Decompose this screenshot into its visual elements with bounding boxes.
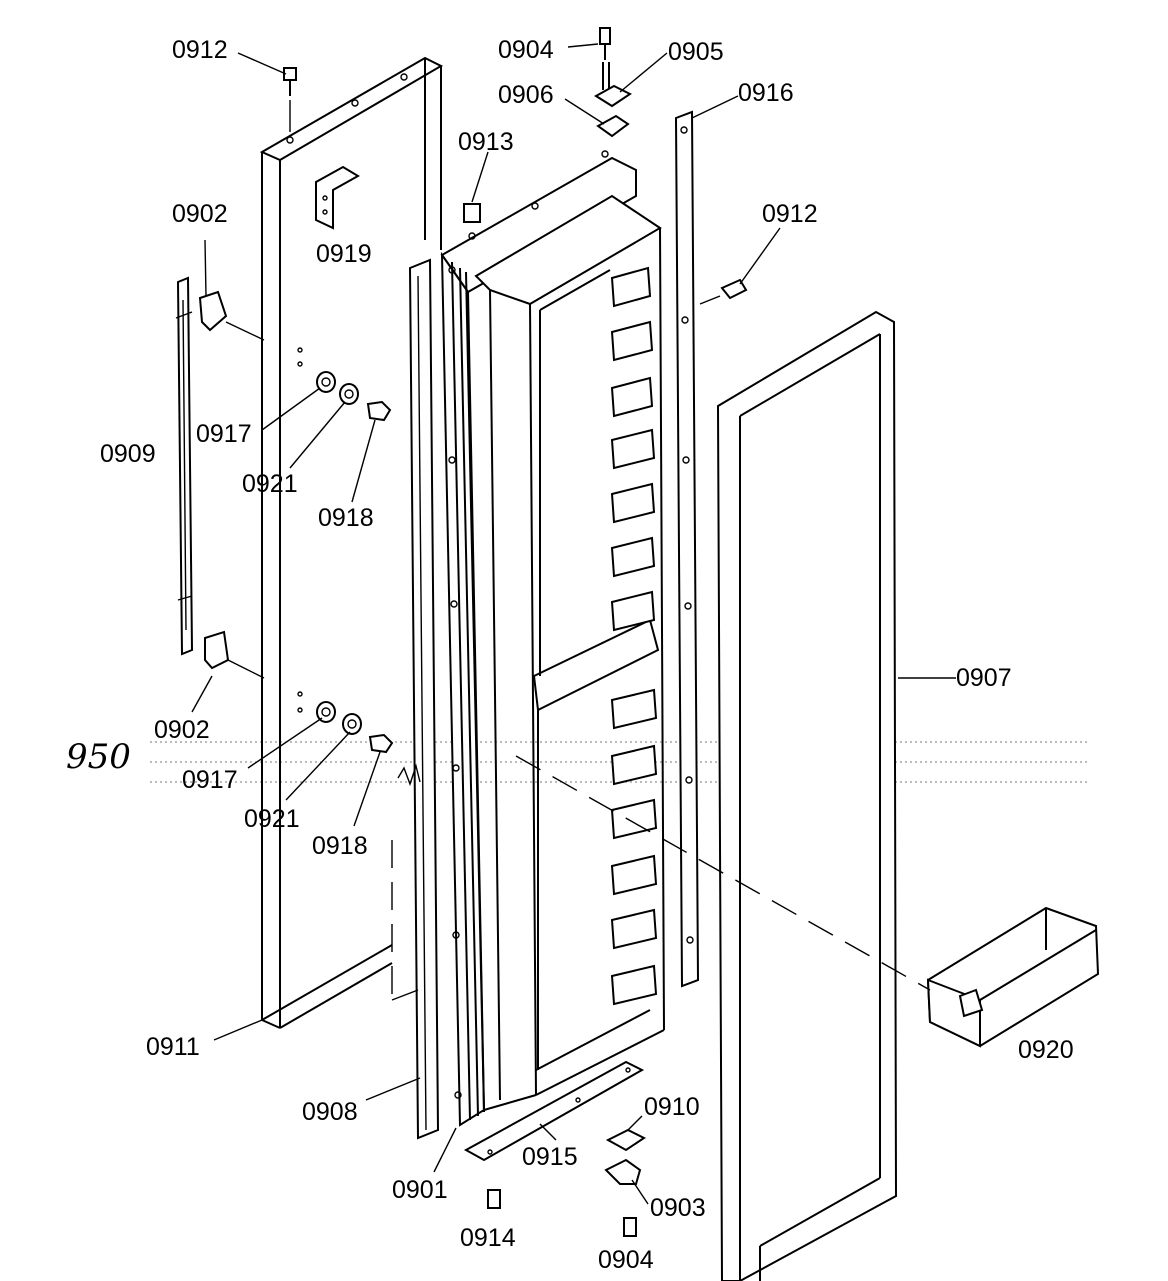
label-0921-bottom: 0921 bbox=[244, 805, 300, 833]
handwritten-note: 950 bbox=[66, 737, 131, 777]
bottom-parts bbox=[463, 1060, 646, 1237]
label-0901: 0901 bbox=[392, 1176, 448, 1204]
label-0902-top: 0902 bbox=[172, 200, 228, 228]
label-0914: 0914 bbox=[460, 1224, 516, 1252]
label-0912-right: 0912 bbox=[762, 200, 818, 228]
label-0906: 0906 bbox=[498, 81, 554, 109]
label-0916: 0916 bbox=[738, 79, 794, 107]
label-0905: 0905 bbox=[668, 38, 724, 66]
label-0904-top: 0904 bbox=[498, 36, 554, 64]
label-0913: 0913 bbox=[458, 128, 514, 156]
label-0918-top: 0918 bbox=[318, 504, 374, 532]
lower-fastener-set bbox=[297, 691, 394, 754]
top-hinge-assembly bbox=[463, 27, 632, 240]
top-screw bbox=[283, 67, 297, 132]
door-bin bbox=[926, 906, 1100, 1048]
label-0909: 0909 bbox=[100, 440, 156, 468]
inner-door-liner bbox=[440, 156, 665, 1127]
door-handle bbox=[175, 276, 194, 656]
mounting-bracket bbox=[315, 165, 360, 230]
side-screw bbox=[699, 278, 748, 305]
label-0919: 0919 bbox=[316, 240, 372, 268]
label-0910: 0910 bbox=[644, 1093, 700, 1121]
label-0917-top: 0917 bbox=[196, 420, 252, 448]
label-0908: 0908 bbox=[302, 1098, 358, 1126]
leader-lines bbox=[191, 43, 956, 1205]
label-0911: 0911 bbox=[146, 1033, 200, 1061]
outer-door-frame bbox=[259, 56, 444, 1029]
upper-fastener-set bbox=[297, 347, 392, 422]
label-0902-bottom: 0902 bbox=[154, 716, 210, 744]
part-labels: 0912 0904 0905 0906 0916 0913 0912 0902 … bbox=[66, 36, 1074, 1274]
handle-end-caps bbox=[198, 290, 230, 670]
assembly-guide-lines bbox=[391, 755, 931, 1001]
outer-door-panel bbox=[716, 310, 898, 1281]
label-0917-bottom: 0917 bbox=[182, 766, 238, 794]
label-0903: 0903 bbox=[650, 1194, 706, 1222]
hinge-side-strip bbox=[674, 110, 700, 988]
label-0904-bottom: 0904 bbox=[598, 1246, 654, 1274]
label-0912-top: 0912 bbox=[172, 36, 228, 64]
liner-shelf-ribs bbox=[610, 266, 658, 1006]
label-0920: 0920 bbox=[1018, 1036, 1074, 1064]
label-0918-bottom: 0918 bbox=[312, 832, 368, 860]
label-0907: 0907 bbox=[956, 664, 1012, 692]
label-0915: 0915 bbox=[522, 1143, 578, 1171]
gasket-strip bbox=[408, 258, 440, 1140]
label-0921-top: 0921 bbox=[242, 470, 298, 498]
